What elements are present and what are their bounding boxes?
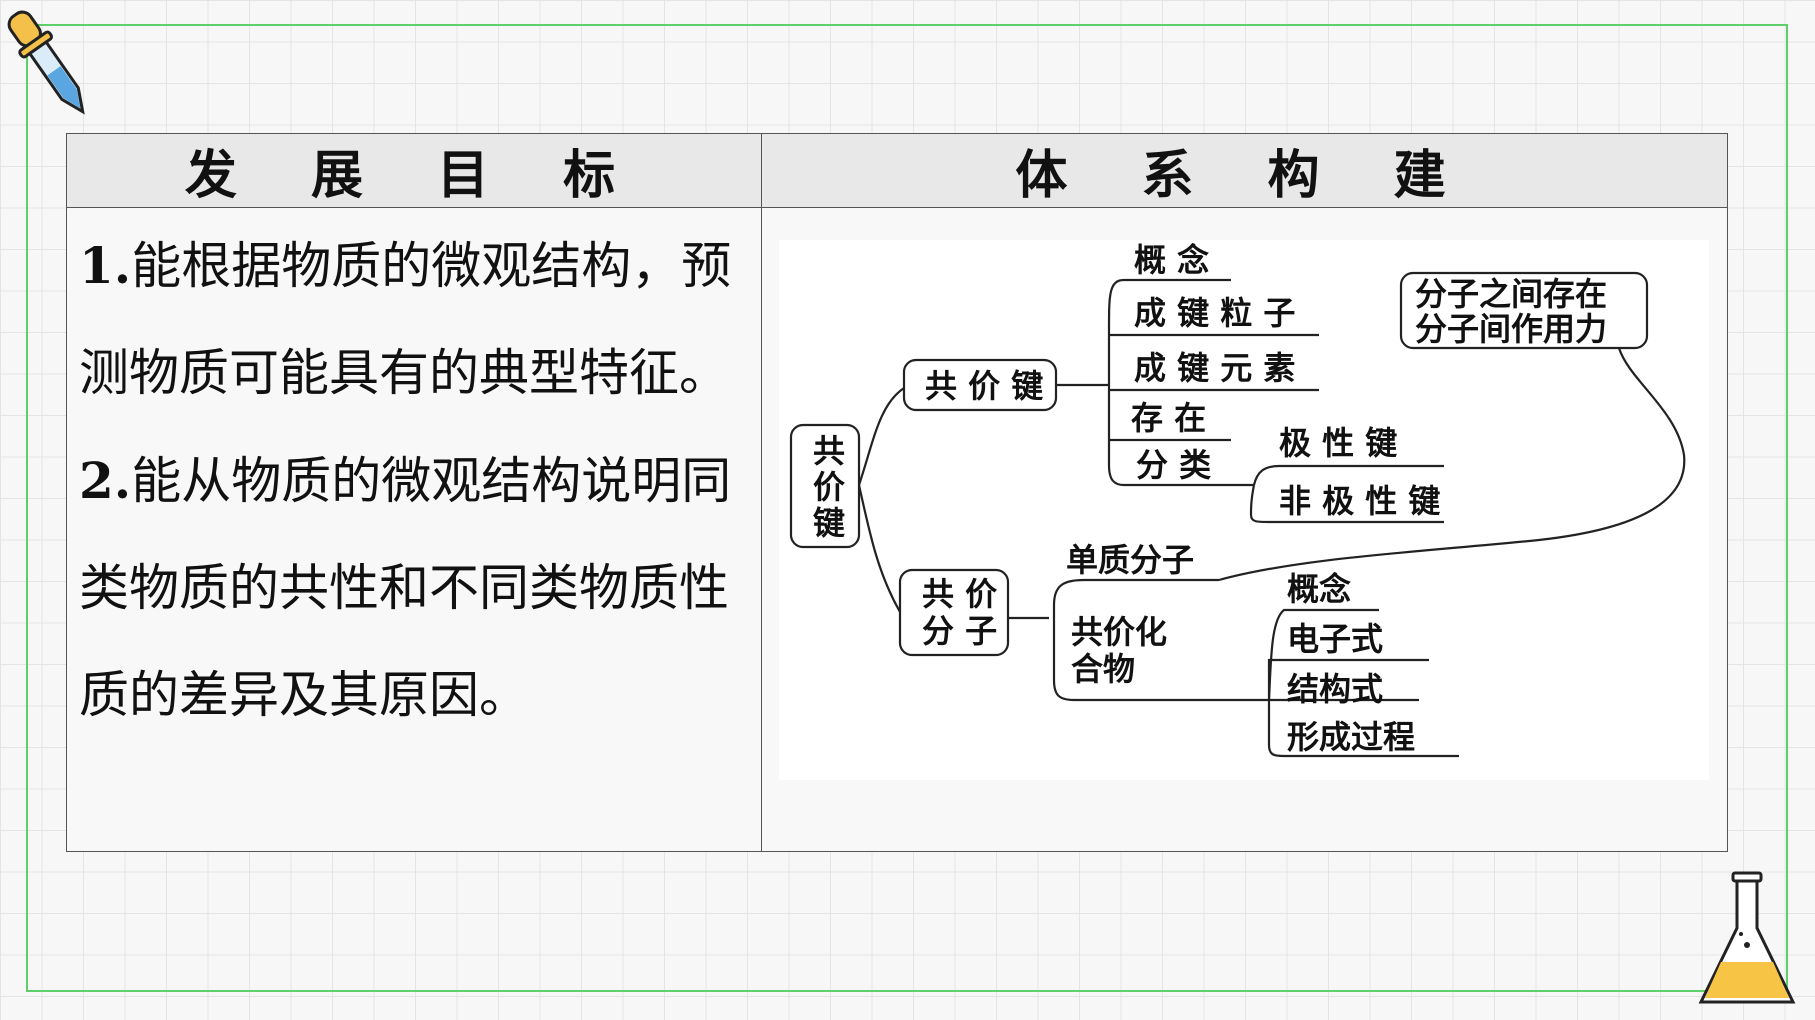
bracket-branch1: [1107, 278, 1125, 487]
connector-root-branch2: [857, 484, 901, 613]
goals-header: 发 展 目 标: [67, 134, 762, 208]
branch1-item: 存 在: [1131, 399, 1206, 437]
underline-nonpolar: [1249, 484, 1444, 524]
compound-item: 结构式: [1287, 670, 1383, 708]
connector-root-branch1: [857, 387, 905, 486]
goal-item: 2.能从物质的微观结构说明同类物质的共性和不同类物质性质的差异及其原因。: [79, 451, 732, 724]
classification-item: 极 性 键: [1279, 424, 1397, 462]
connector-note: [1218, 347, 1686, 582]
flask-icon: [1698, 871, 1796, 1004]
note-box: [1399, 271, 1649, 350]
branch1-item: 成 键 元 素: [1134, 349, 1295, 387]
branch2-label-1: 共 价: [922, 575, 997, 613]
branch2-item: 单质分子: [1066, 541, 1194, 579]
root-label-2: 价: [813, 468, 845, 506]
root-label-3: 键: [813, 504, 845, 542]
branch2-box: [898, 568, 1010, 657]
branch2-item-2: 合物: [1071, 650, 1135, 688]
branch2-label-2: 分 子: [922, 612, 997, 650]
column-divider: [761, 134, 762, 851]
compound-item: 形成过程: [1287, 718, 1415, 756]
branch1-item: 分 类: [1136, 446, 1211, 484]
bracket-branch2: [1052, 578, 1085, 702]
compound-item: 电子式: [1287, 620, 1383, 658]
classification-item: 非 极 性 键: [1279, 482, 1440, 520]
branch2-item-1: 共价化: [1071, 613, 1167, 651]
goal-item: 1.能根据物质的微观结构，预测物质可能具有的典型特征。: [79, 236, 732, 402]
concept-map: 共 价 键 共 价 键 共 价 分 子 概 念 成 键 粒 子 成 键 元 素 …: [789, 241, 1686, 758]
dropper-icon: [7, 10, 85, 115]
goals-list: 1.能根据物质的微观结构，预测物质可能具有的典型特征。 2.能从物质的微观结构说…: [79, 212, 749, 749]
underline-polar: [1252, 464, 1444, 486]
underline-c2: [1267, 658, 1429, 700]
note-line-1: 分子之间存在: [1415, 275, 1607, 313]
concept-diagram: 共 价 键 共 价 键 共 价 分 子 概 念 成 键 粒 子 成 键 元 素 …: [779, 240, 1709, 780]
branch1-item: 概 念: [1134, 241, 1209, 279]
root-label-1: 共: [813, 432, 845, 470]
branch1-label: 共 价 键: [925, 367, 1043, 405]
branch1-item: 成 键 粒 子: [1134, 294, 1295, 332]
note-line-2: 分子间作用力: [1415, 310, 1607, 348]
compound-item: 概念: [1287, 570, 1351, 608]
system-header: 体 系 构 建: [762, 134, 1727, 208]
page-frame: [26, 24, 1788, 992]
underline-c4: [1267, 700, 1459, 758]
